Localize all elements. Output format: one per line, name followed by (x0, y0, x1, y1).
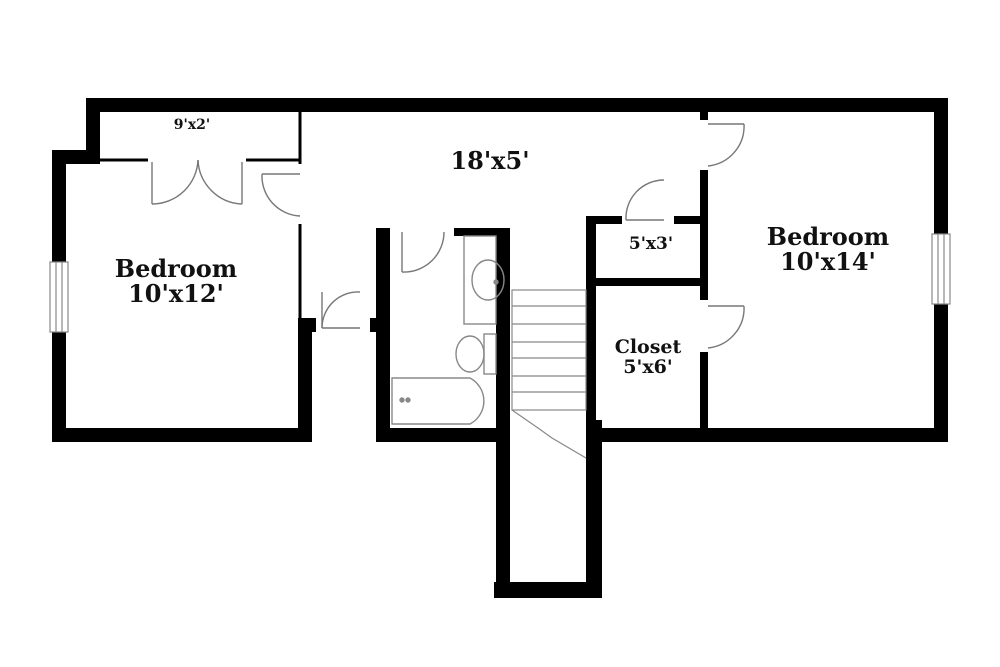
bathtub (391, 377, 485, 425)
wall-bottom-right (586, 428, 948, 442)
bedroom-right-size: 10'x14' (780, 247, 876, 277)
bedroom-left-name: Bedroom (114, 254, 238, 283)
wall-top (86, 98, 948, 112)
closet-small-size: 5'x3' (628, 234, 674, 254)
window-left (49, 261, 69, 333)
thin-walls (100, 112, 302, 320)
closet-top-left-size: 9'x2' (173, 117, 211, 133)
sink (471, 259, 505, 301)
walls (52, 98, 948, 598)
closet-walkin-name: Closet (614, 336, 682, 358)
bathroom-fixtures (391, 235, 505, 425)
bedroom-right-name: Bedroom (766, 222, 890, 251)
vanity (463, 235, 497, 325)
hall-size: 18'x5' (450, 146, 530, 175)
bedroom-left-label: Bedroom 10'x12' (96, 254, 256, 309)
stairs (511, 289, 587, 459)
wall-bottom-left (52, 428, 312, 442)
wall-closet-left (86, 98, 100, 160)
bedroom-left-size: 10'x12' (128, 279, 224, 309)
window-right (931, 233, 951, 305)
bedroom-right-label: Bedroom 10'x14' (748, 222, 908, 277)
closet-walkin-label: Closet 5'x6' (598, 336, 698, 378)
doors (151, 123, 745, 349)
toilet (455, 335, 485, 373)
closet-walkin-size: 5'x6' (623, 355, 673, 378)
windows (49, 233, 951, 333)
